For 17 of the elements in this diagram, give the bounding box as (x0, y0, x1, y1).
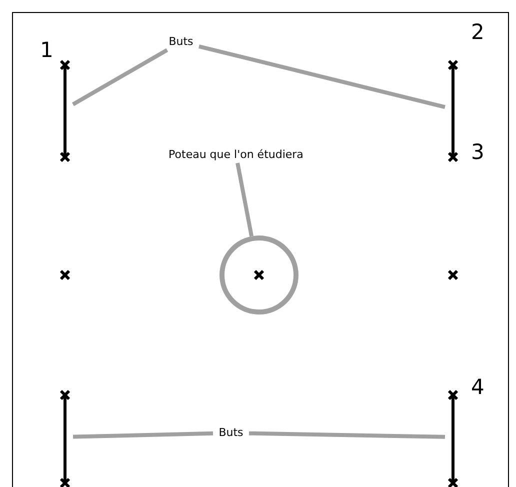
goal-post-drawing (445, 57, 461, 161)
callout-text: Buts (163, 34, 199, 50)
leader-line (72, 431, 214, 439)
leader-line (198, 44, 446, 109)
goal-number: 1 (40, 38, 54, 62)
leader-line (248, 431, 446, 439)
leader-line (236, 162, 254, 237)
goal-post-drawing (57, 57, 73, 161)
leader-line (72, 48, 168, 106)
goal-post-drawing (445, 387, 461, 487)
goal-number: 2 (471, 20, 484, 44)
goal-post-drawing (57, 387, 73, 487)
goal-number: 3 (471, 140, 484, 164)
callout-text: Poteau que l'on étudiera (151, 147, 321, 163)
callout-text: Buts (213, 425, 249, 441)
post-circle-drawing (219, 235, 299, 315)
goal-number: 4 (471, 375, 484, 399)
